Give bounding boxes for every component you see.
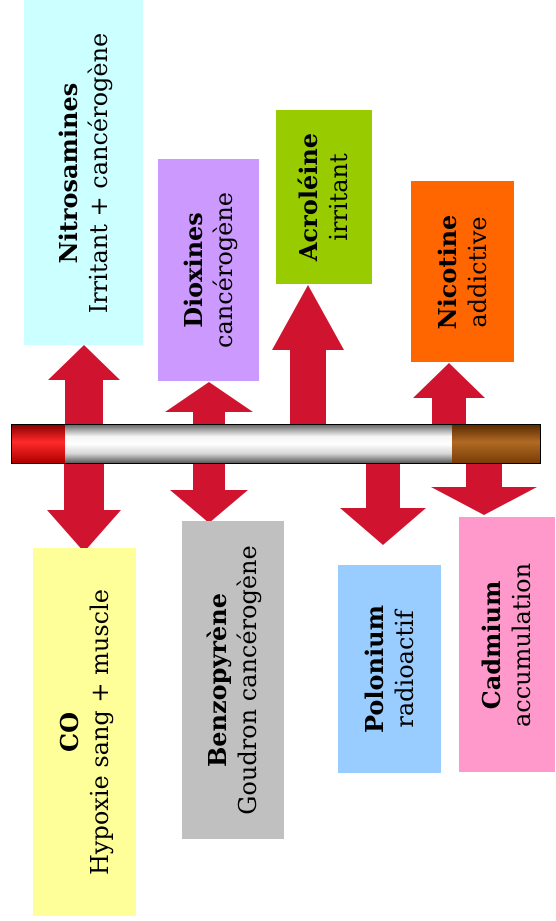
arrow-down-cadmium <box>431 464 537 515</box>
box-benzopyrene: Benzopyrène Goudron cancérogène <box>182 521 284 839</box>
label-benzopyrene-name: Benzopyrène <box>203 521 233 839</box>
box-nicotine: Nicotine addictive <box>411 181 514 362</box>
label-dioxines-name: Dioxines <box>179 159 209 381</box>
arrow-down-co <box>47 464 121 552</box>
label-benzopyrene-effect: Goudron cancérogène <box>233 521 263 839</box>
arrow-up-dioxines <box>165 382 253 424</box>
box-acroleine: Acroléine irritant <box>276 110 372 284</box>
arrow-up-nicotine <box>413 363 485 424</box>
label-cadmium-name: Cadmium <box>477 517 507 772</box>
arrow-down-polonium <box>340 464 426 545</box>
label-acroleine-effect: irritant <box>324 110 354 284</box>
cigarette-filter <box>452 425 540 463</box>
label-co-effect: Hypoxie sang + muscle <box>85 548 115 916</box>
label-co-name: CO <box>55 548 85 916</box>
box-cadmium: Cadmium accumulation <box>459 517 555 772</box>
label-nitrosamines-name: Nitrosamines <box>54 0 84 345</box>
box-co: CO Hypoxie sang + muscle <box>33 548 136 916</box>
box-nitrosamines: Nitrosamines Irritant + cancérogène <box>24 0 143 345</box>
label-nicotine-name: Nicotine <box>433 181 463 362</box>
label-cadmium-effect: accumulation <box>507 517 537 772</box>
cigarette-ember <box>12 425 65 463</box>
cigarette <box>11 424 541 464</box>
box-dioxines: Dioxines cancérogène <box>158 159 259 381</box>
arrow-up-nitrosamines <box>48 345 120 424</box>
arrow-down-benzopyrene <box>170 464 248 523</box>
label-nitrosamines-effect: Irritant + cancérogène <box>84 0 114 345</box>
label-nicotine-effect: addictive <box>463 181 493 362</box>
box-polonium: Polonium radioactif <box>338 565 441 773</box>
label-dioxines-effect: cancérogène <box>209 159 239 381</box>
arrow-up-acroleine <box>272 285 344 424</box>
label-acroleine-name: Acroléine <box>294 110 324 284</box>
label-polonium-name: Polonium <box>360 565 390 773</box>
cigarette-paper <box>65 425 452 463</box>
label-polonium-effect: radioactif <box>390 565 420 773</box>
